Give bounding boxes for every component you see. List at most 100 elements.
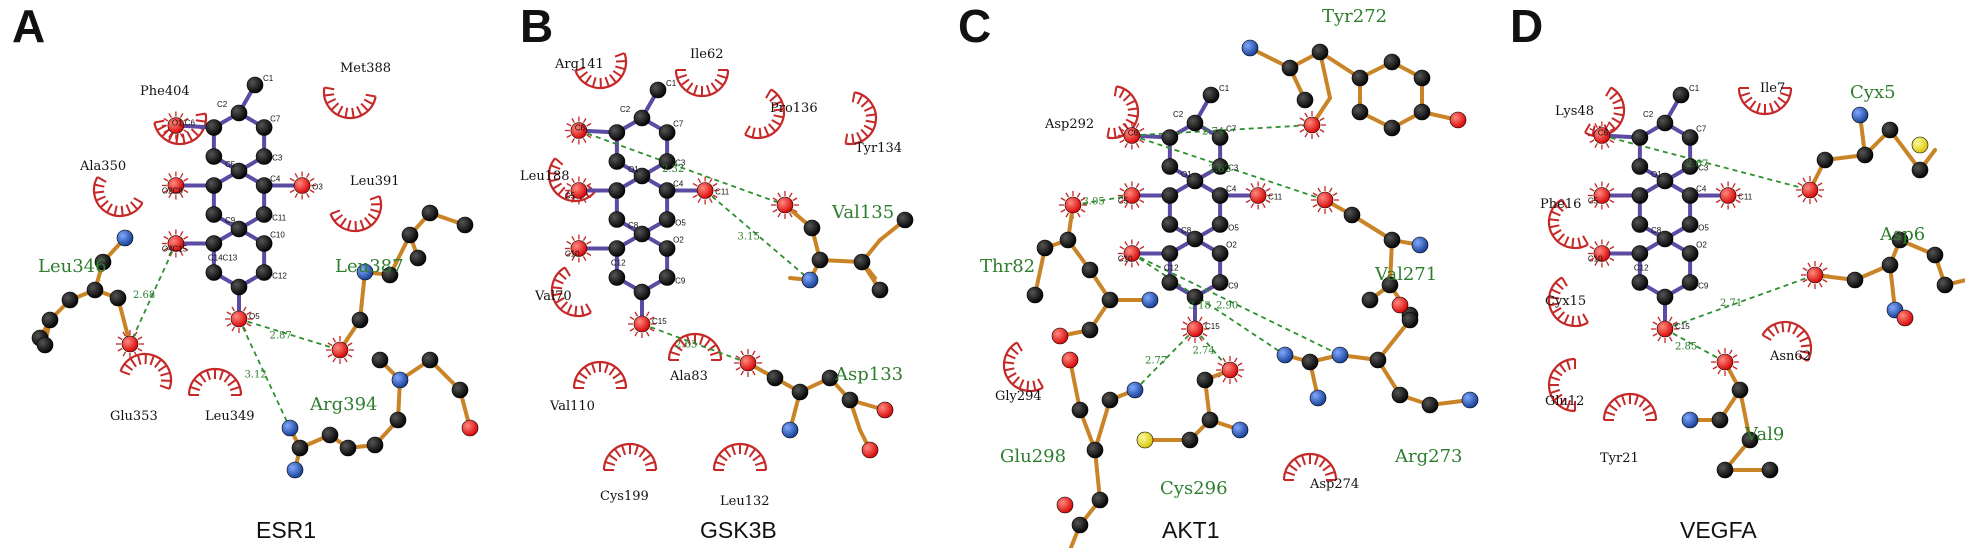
hydrophobic-residue-label: Gly294 — [995, 389, 1042, 404]
atom-c — [871, 281, 889, 299]
atom-label: C10 — [1588, 255, 1603, 264]
atom-label: C2 — [620, 105, 631, 114]
atom-label: O1 C6 — [172, 119, 196, 128]
hbond-line — [1131, 252, 1286, 356]
hydrophobic-residue-label: Glu12 — [1545, 394, 1584, 409]
atom-c — [1296, 91, 1314, 109]
hydrophobic-residue-label: Tyr134 — [855, 141, 902, 156]
atom-c — [1716, 461, 1734, 479]
hydrophobic-contact-arc — [1106, 85, 1140, 140]
atom-o — [331, 341, 349, 359]
atom-c — [1196, 371, 1214, 389]
hydrophobic-residue-label: Tyr21 — [1600, 451, 1639, 466]
atom-c — [1301, 353, 1319, 371]
atom-c — [456, 216, 474, 234]
atom-label: C10 — [565, 250, 580, 259]
atom-c — [205, 148, 223, 165]
panel-letter: B — [520, 0, 553, 52]
atom-c — [246, 76, 264, 94]
atom-c — [1656, 172, 1674, 190]
atom-c — [339, 439, 357, 457]
hydrophobic-contact-arc — [1282, 452, 1338, 481]
atom-label: C11 — [1738, 193, 1753, 202]
atom-c — [1161, 187, 1179, 204]
hydrophobic-contact-arc — [667, 332, 723, 361]
atoms-layer — [31, 39, 1954, 534]
atom-c — [371, 351, 389, 369]
atom-contact-halo — [734, 349, 762, 377]
hbond-line — [641, 323, 749, 364]
atom-c — [811, 251, 829, 269]
atom-c — [608, 124, 626, 141]
atom-c — [1081, 321, 1099, 339]
panel-caption: ESR1 — [256, 517, 316, 543]
hydrophobic-contact-arc — [602, 442, 658, 471]
atom-o — [1051, 327, 1069, 345]
atom-label: C9 — [1698, 282, 1709, 291]
hbond-residue-label: Asp133 — [834, 364, 903, 385]
hydrophobic-contact-arc — [712, 442, 768, 471]
atom-label: C15 — [652, 317, 667, 326]
atom-o — [1061, 351, 1079, 369]
atom-o — [1716, 353, 1734, 371]
atom-label: O5 — [675, 219, 686, 228]
atom-c — [1361, 291, 1379, 309]
hydrophobic-residue-label: Val70 — [534, 289, 572, 304]
atom-label: O2C8 — [162, 187, 183, 196]
atom-c — [205, 119, 223, 136]
atom-c — [608, 269, 626, 286]
atom-o — [696, 182, 714, 199]
hbond-distance: 2.77 — [1145, 356, 1167, 367]
atom-c — [1383, 231, 1401, 249]
atom-n — [1309, 389, 1327, 407]
atom-label: O5 — [1698, 224, 1709, 233]
atom-label: C12 — [611, 259, 626, 268]
atom-c — [255, 235, 273, 252]
atom-c — [1381, 276, 1399, 294]
hbond-distance: 2.74 — [1202, 126, 1224, 137]
atom-c — [401, 226, 419, 244]
atom-n — [286, 461, 304, 479]
hydrophobic-contacts-layer — [92, 52, 1829, 481]
atom-o — [1719, 187, 1737, 204]
atom-c — [1369, 351, 1387, 369]
atom-c — [1161, 245, 1179, 262]
atom-label: O1 — [1181, 170, 1192, 179]
panel-caption: VEGFA — [1680, 517, 1757, 543]
bond — [1376, 318, 1412, 362]
atom-c — [409, 249, 427, 267]
hbond-line — [1664, 328, 1726, 363]
hydrophobic-contact-arc — [1547, 198, 1589, 250]
hydrophobic-residue-label: Cys199 — [600, 489, 649, 504]
atom-c — [1101, 291, 1119, 309]
atom-label: C7 — [1226, 125, 1237, 134]
atom-label: C15 — [1675, 322, 1690, 331]
atom-o — [739, 354, 757, 372]
atom-c — [1631, 216, 1649, 233]
hydrophobic-contact-arc — [844, 91, 878, 146]
atom-c — [255, 148, 273, 165]
atom-c — [1421, 396, 1439, 414]
hbond-residue-label: Leu387 — [335, 256, 404, 277]
atom-label: C2 — [1173, 110, 1184, 119]
atom-c — [1071, 516, 1089, 534]
atom-c — [61, 291, 79, 309]
atom-contact-halo — [564, 234, 593, 263]
atom-c — [205, 206, 223, 223]
atom-label: C7 — [270, 115, 281, 124]
atom-c — [1672, 86, 1690, 104]
atom-c — [1631, 274, 1649, 291]
atom-contact-halo — [1117, 239, 1146, 268]
atom-c — [421, 351, 439, 369]
atom-c — [658, 240, 676, 257]
atom-c — [1161, 129, 1179, 146]
panel-letter: C — [958, 0, 991, 52]
atom-o — [461, 419, 479, 437]
atom-label: C15 — [1205, 322, 1220, 331]
atom-c — [1186, 230, 1204, 248]
atom-c — [1211, 158, 1229, 175]
atom-c — [633, 225, 651, 243]
hbond-residue-label: Val271 — [1374, 264, 1437, 285]
